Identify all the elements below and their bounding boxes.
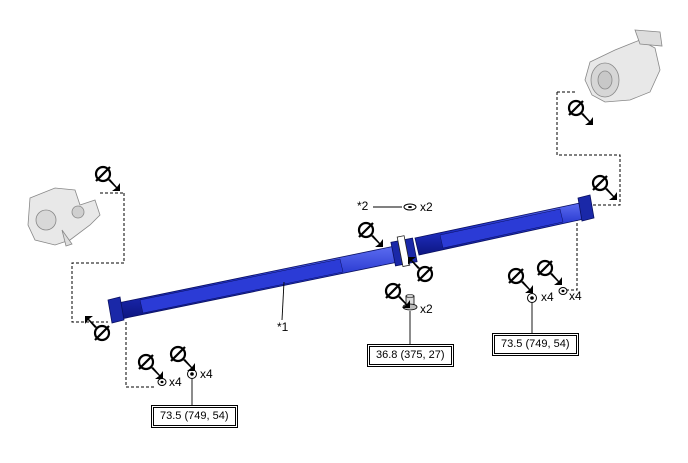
center-support-washer (403, 203, 417, 211)
part-1-label: *1 (277, 320, 289, 334)
differential-icon (584, 29, 663, 103)
propeller-shaft-icon (107, 194, 595, 324)
torque-right-value: 73.5 (749, 54) (494, 335, 577, 354)
torque-left-value: 73.5 (749, 54) (153, 407, 236, 426)
qty-center-bolt: x2 (420, 302, 433, 316)
qty-left-washer: x4 (169, 375, 182, 389)
washer-left (157, 378, 167, 386)
torque-box-center: 36.8 (375, 27) (367, 344, 454, 367)
nut-right (527, 293, 537, 303)
transfer-case-icon (27, 187, 101, 247)
qty-right-washer: x4 (569, 289, 582, 303)
part-2-label: *2 (357, 199, 369, 213)
qty-left-nut: x4 (200, 367, 213, 381)
qty-right-nut: x4 (541, 290, 554, 304)
torque-center-value: 36.8 (375, 27) (369, 346, 452, 365)
washer-right (558, 287, 568, 295)
leader-lines (191, 206, 533, 405)
nut-left (187, 369, 197, 379)
qty-center-washer: x2 (420, 200, 433, 214)
torque-box-right: 73.5 (749, 54) (492, 333, 579, 356)
flange-connector-lines (71, 91, 621, 388)
torque-box-left: 73.5 (749, 54) (151, 405, 238, 428)
